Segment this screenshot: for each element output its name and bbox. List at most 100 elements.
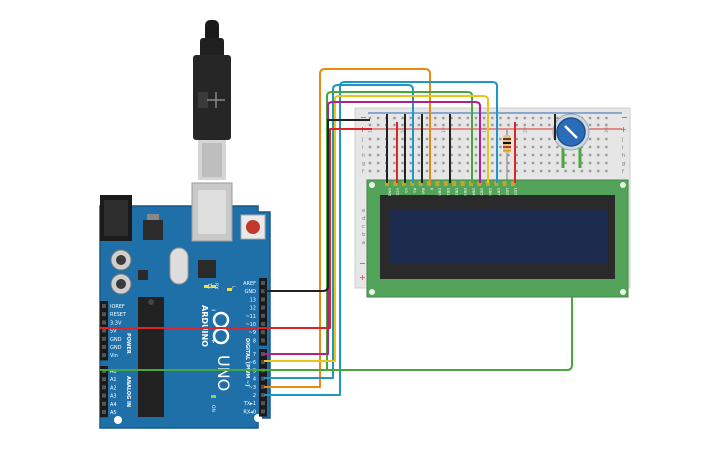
pin-label: ~10 xyxy=(245,322,256,328)
row-letter: d xyxy=(362,216,365,222)
lcd-pin-label: GND xyxy=(387,188,391,196)
header-pin[interactable] xyxy=(261,338,265,343)
lcd-pin-label: DB3 xyxy=(463,188,467,196)
pin-label: ~11 xyxy=(245,314,256,320)
lcd-pin[interactable] xyxy=(494,181,499,186)
lcd-pin[interactable] xyxy=(393,181,398,186)
row-letter: i xyxy=(362,145,363,151)
lcd-pin-label: RS xyxy=(413,188,417,193)
column-number: 10 xyxy=(441,127,447,133)
row-letter: h xyxy=(622,153,625,159)
header-pin[interactable] xyxy=(102,385,106,390)
lcd-pin[interactable] xyxy=(469,181,473,186)
header-pin[interactable] xyxy=(261,313,265,318)
wire-green xyxy=(264,91,473,371)
wire-orange xyxy=(264,68,431,388)
header-pin[interactable] xyxy=(261,297,265,302)
pin-label: 2 xyxy=(253,393,256,399)
rail-minus-label-right: − xyxy=(621,113,628,122)
header-pin[interactable] xyxy=(261,401,265,406)
lcd-pin[interactable] xyxy=(435,181,440,186)
header-pin[interactable] xyxy=(102,353,106,358)
rail-plus-label-right: + xyxy=(620,125,627,134)
pin-label: 13 xyxy=(250,297,256,303)
lcd-pin[interactable] xyxy=(477,181,482,186)
lcd-pin[interactable] xyxy=(427,181,431,186)
header-pin[interactable] xyxy=(261,281,265,285)
header-pin[interactable] xyxy=(261,376,265,381)
pin-label: TX▸1 xyxy=(243,401,256,407)
header-pin[interactable] xyxy=(102,345,106,349)
header-pin[interactable] xyxy=(261,305,265,310)
row-letter: h xyxy=(362,153,365,159)
row-letter: i xyxy=(622,145,623,151)
header-pin[interactable] xyxy=(102,410,106,414)
header-pin[interactable] xyxy=(261,409,265,414)
lcd-pin[interactable] xyxy=(485,181,490,186)
arduino-uno-board[interactable]: − + ARDUINO UNO POWER ANALOG IN DIGITAL … xyxy=(99,182,271,429)
header-pin[interactable] xyxy=(261,289,265,294)
lcd-pin[interactable] xyxy=(511,181,515,186)
header-pin[interactable] xyxy=(102,320,106,325)
pin-label: ~6 xyxy=(249,360,256,366)
header-pin[interactable] xyxy=(261,330,265,335)
digital-header-label: DIGITAL (PWM ~) xyxy=(244,338,250,386)
header-pin[interactable] xyxy=(261,384,265,389)
pin-label: A5 xyxy=(110,410,117,416)
header-pin[interactable] xyxy=(261,393,265,397)
header-pin[interactable] xyxy=(102,312,106,317)
row-letter: b xyxy=(362,232,365,238)
pin-label: Vin xyxy=(110,353,118,359)
lcd-pin[interactable] xyxy=(401,181,406,186)
lcd-pin[interactable] xyxy=(443,181,448,186)
header-pin[interactable] xyxy=(261,322,265,326)
lcd-pin[interactable] xyxy=(385,181,389,186)
lcd-pin[interactable] xyxy=(452,181,457,186)
row-letter: f xyxy=(622,169,624,175)
analog-header-label: ANALOG IN xyxy=(125,376,131,407)
rail-minus-label-bottom: − xyxy=(359,259,366,268)
l-led-label: L xyxy=(230,286,236,289)
lcd-pin[interactable] xyxy=(410,181,415,186)
pin-label: A1 xyxy=(110,377,117,383)
header-pin[interactable] xyxy=(102,401,106,406)
header-pin[interactable] xyxy=(102,328,106,333)
pin-label: 7 xyxy=(253,352,256,358)
lcd-pin[interactable] xyxy=(460,181,465,186)
wires xyxy=(100,68,573,396)
wire-green-a0 xyxy=(100,297,573,371)
pin-label: GND xyxy=(245,289,257,295)
header-pin[interactable] xyxy=(261,360,265,365)
pin-label: AREF xyxy=(243,281,256,287)
potentiometer[interactable] xyxy=(552,113,590,168)
lcd-pin[interactable] xyxy=(418,181,423,186)
pin-label: RX◂0 xyxy=(243,409,256,415)
row-letter: e xyxy=(362,208,365,214)
header-pin[interactable] xyxy=(102,393,106,398)
pin-label: ~9 xyxy=(249,330,256,336)
lcd-pin[interactable] xyxy=(502,181,507,186)
resistor[interactable] xyxy=(503,130,511,180)
arduino-brand-label: ARDUINO xyxy=(200,305,209,347)
header-pin[interactable] xyxy=(261,352,265,356)
lcd-pin-label: DB7 xyxy=(497,188,501,196)
row-letter: c xyxy=(362,224,365,230)
header-pin[interactable] xyxy=(102,336,106,341)
header-pin[interactable] xyxy=(102,304,106,308)
lcd-screen xyxy=(389,210,607,264)
row-letter: j xyxy=(621,137,623,143)
pin-label: 5V xyxy=(110,329,117,335)
wire-yellow xyxy=(264,95,489,362)
header-pin[interactable] xyxy=(102,377,106,382)
lcd-pin-label: LED xyxy=(513,188,517,195)
lcd-pin-label: DB6 xyxy=(488,188,492,196)
rail-minus-label: − xyxy=(360,113,367,122)
pin-label: A4 xyxy=(110,402,117,408)
lcd-pin-label: LED xyxy=(505,188,509,195)
usb-cable xyxy=(193,20,231,180)
wire-magenta xyxy=(264,101,481,355)
